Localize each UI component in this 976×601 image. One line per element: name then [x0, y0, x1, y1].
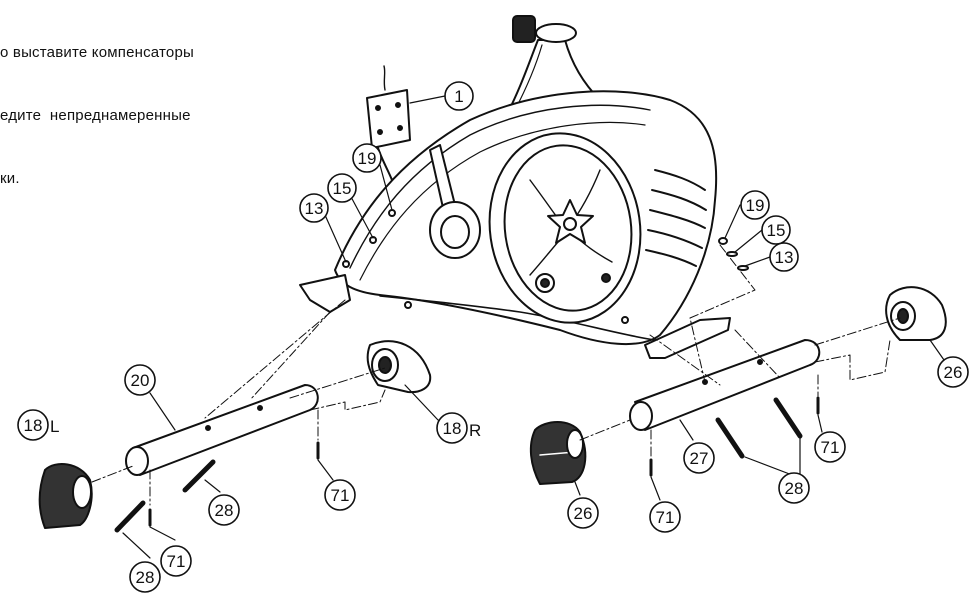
callout-label: 27: [690, 449, 709, 468]
callout-71-right-b: 71: [814, 431, 846, 463]
end-cap-18L: [38, 463, 93, 529]
callout-label: 26: [944, 363, 963, 382]
callout-label: 15: [767, 221, 786, 240]
main-frame: [299, 15, 731, 359]
callout-label: 19: [746, 196, 765, 215]
callout-28-center: 28: [208, 494, 240, 526]
callout-13-right: 13: [769, 242, 799, 272]
callout-label: 13: [305, 199, 324, 218]
callout-label: 71: [331, 486, 350, 505]
callout-20: 20: [124, 364, 156, 396]
callout-71-left: 71: [160, 545, 192, 577]
callout-18-right: 18: [436, 412, 468, 444]
screws-71: [148, 396, 820, 527]
instruction-line: о выставите компенсаторы: [0, 44, 194, 61]
instruction-line: едите непреднамеренные: [0, 107, 191, 124]
callout-label: 28: [136, 568, 155, 587]
end-cap-26-right: [885, 286, 947, 341]
alignment-lines: [91, 244, 901, 506]
side-labels: L R: [50, 417, 481, 440]
callout-26-right: 26: [937, 356, 969, 388]
front-stabilizer-tube: [125, 384, 319, 476]
callout-13-left: 13: [299, 193, 329, 223]
callout-label: 26: [574, 504, 593, 523]
callout-15-left: 15: [327, 173, 357, 203]
washer-stack-right: [718, 237, 749, 271]
callout-label: 20: [131, 371, 150, 390]
callout-15-right: 15: [761, 215, 791, 245]
callout-label: 19: [358, 149, 377, 168]
callout-71-right-a: 71: [649, 501, 681, 533]
callout-1: 1: [444, 81, 474, 111]
callout-26-front: 26: [567, 497, 599, 529]
instruction-text: о выставите компенсаторы едите непреднам…: [0, 0, 280, 210]
side-label-left: L: [50, 417, 59, 436]
callout-label: 18: [443, 419, 462, 438]
callout-label: 28: [785, 479, 804, 498]
leader-lines: [122, 95, 945, 559]
rear-stabilizer-tube: [629, 339, 821, 431]
end-cap-18R: [366, 340, 432, 394]
callout-label: 71: [167, 552, 186, 571]
callout-18-left: 18: [17, 409, 49, 441]
instruction-line: ки.: [0, 170, 20, 187]
end-cap-26-front: [529, 421, 587, 485]
callout-label: 71: [656, 508, 675, 527]
callouts: 1 19 15 13 19 15 13 20: [17, 81, 969, 593]
callout-28-left: 28: [129, 561, 161, 593]
callout-label: 28: [215, 501, 234, 520]
callout-label: 1: [454, 87, 463, 106]
callout-label: 13: [775, 248, 794, 267]
callout-label: 15: [333, 179, 352, 198]
bolts-28: [114, 397, 803, 533]
callout-label: 18: [24, 416, 43, 435]
callout-71-center: 71: [324, 479, 356, 511]
callout-19-right: 19: [740, 190, 770, 220]
side-label-right: R: [469, 421, 481, 440]
callout-27: 27: [683, 442, 715, 474]
callout-label: 71: [821, 438, 840, 457]
callout-28-right: 28: [778, 472, 810, 504]
callout-19-left: 19: [352, 143, 382, 173]
